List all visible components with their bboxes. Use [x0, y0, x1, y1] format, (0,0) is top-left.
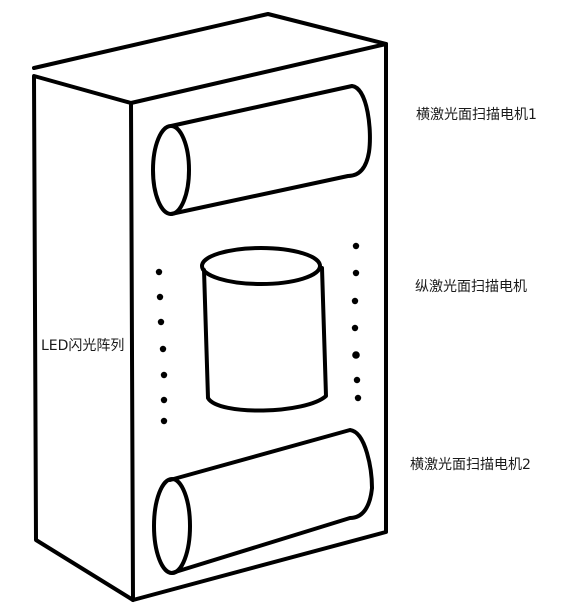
box-outline	[32, 12, 388, 602]
led-dot	[351, 324, 359, 332]
led-dot	[160, 371, 168, 379]
vertical-motor-cylinder	[200, 246, 328, 413]
led-dot	[352, 269, 360, 277]
led-dot	[160, 417, 168, 425]
led-dot	[352, 351, 360, 359]
label-vertical-motor: 纵激光面扫描电机	[415, 279, 527, 295]
led-dot	[156, 293, 164, 301]
cylinder-center-top	[200, 246, 322, 286]
label-led-array: LED闪光阵列	[41, 338, 125, 354]
cylinder-2-body	[168, 428, 374, 575]
led-dots-left	[155, 268, 168, 425]
label-horizontal-motor-1: 横激光面扫描电机1	[416, 107, 537, 123]
led-dot	[354, 394, 362, 402]
box-top-face	[32, 12, 388, 105]
box-front-right-edge	[131, 42, 388, 602]
led-dot	[155, 268, 163, 276]
horizontal-motor-2-cylinder	[152, 428, 374, 575]
horizontal-motor-1-cylinder	[151, 84, 372, 216]
led-dot	[159, 345, 167, 353]
cylinder-2-left-end	[152, 477, 192, 575]
cylinder-center-body	[202, 266, 328, 413]
cylinder-1-body	[169, 84, 372, 216]
cylinder-1-left-end	[151, 124, 191, 216]
led-dot	[160, 396, 168, 404]
led-dot	[157, 318, 165, 326]
led-dot	[353, 376, 361, 384]
led-dot	[352, 242, 360, 250]
label-horizontal-motor-2: 横激光面扫描电机2	[410, 457, 531, 473]
led-dots-right	[351, 242, 362, 402]
led-dot	[351, 297, 359, 305]
